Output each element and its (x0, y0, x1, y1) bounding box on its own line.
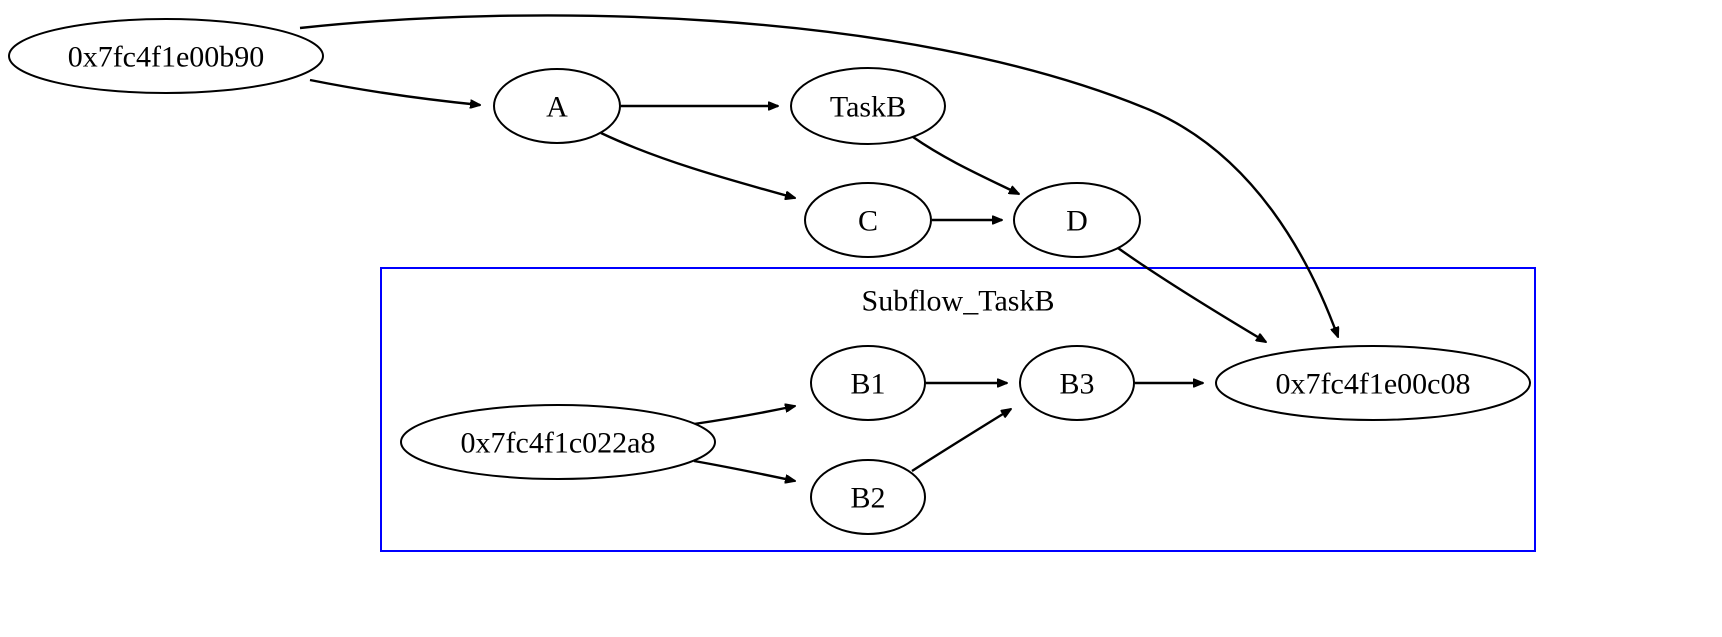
node-shape (804, 182, 932, 258)
node-entry[interactable]: 0x7fc4f1e00b90 (8, 18, 324, 94)
edge-line (1117, 247, 1266, 342)
node-b3[interactable]: B3 (1019, 345, 1135, 421)
node-shape (810, 345, 926, 421)
edge-subin-to-b1 (693, 406, 795, 426)
node-d[interactable]: D (1013, 182, 1141, 258)
node-label: 0x7fc4f1c022a8 (461, 427, 656, 460)
node-exit[interactable]: 0x7fc4f1e00c08 (1215, 345, 1531, 421)
edge-entry-to-a (309, 78, 480, 105)
edge-b2-to-b3 (911, 409, 1011, 473)
edge-line (912, 136, 1019, 196)
node-shape (8, 18, 324, 94)
edge-line (911, 409, 1011, 473)
node-b1[interactable]: B1 (810, 345, 926, 421)
node-label: TaskB (830, 91, 906, 124)
cluster-border (380, 267, 1536, 552)
node-label: 0x7fc4f1e00b90 (68, 41, 265, 74)
edge-line (693, 406, 795, 426)
node-label: B3 (1059, 368, 1094, 401)
node-label: A (546, 91, 568, 124)
edge-entry-to-exit (299, 14, 1338, 337)
edge-d-to-exit (1117, 247, 1266, 342)
edge-a-to-c (600, 131, 795, 198)
node-shape (1019, 345, 1135, 421)
node-shape (493, 68, 621, 144)
cluster-subflow-taskb[interactable]: Subflow_TaskB (380, 267, 1536, 552)
node-label: D (1066, 205, 1088, 238)
edge-subin-to-b2 (693, 459, 795, 481)
node-c[interactable]: C (804, 182, 932, 258)
node-subflow-entry[interactable]: 0x7fc4f1c022a8 (400, 404, 716, 480)
node-b2[interactable]: B2 (810, 459, 926, 535)
node-a[interactable]: A (493, 68, 621, 144)
edge-line (309, 78, 480, 105)
node-taskb[interactable]: TaskB (790, 67, 946, 145)
node-shape (790, 67, 946, 145)
node-shape (400, 404, 716, 480)
node-shape (1013, 182, 1141, 258)
node-label: C (858, 205, 878, 238)
edge-taskb-to-d (912, 136, 1019, 196)
node-label: B2 (850, 482, 885, 515)
cluster-label: Subflow_TaskB (862, 285, 1055, 318)
node-shape (810, 459, 926, 535)
node-shape (1215, 345, 1531, 421)
node-label: B1 (850, 368, 885, 401)
node-label: 0x7fc4f1e00c08 (1276, 368, 1471, 401)
edge-line (600, 131, 795, 198)
edge-line (693, 459, 795, 481)
edge-line (299, 14, 1338, 337)
